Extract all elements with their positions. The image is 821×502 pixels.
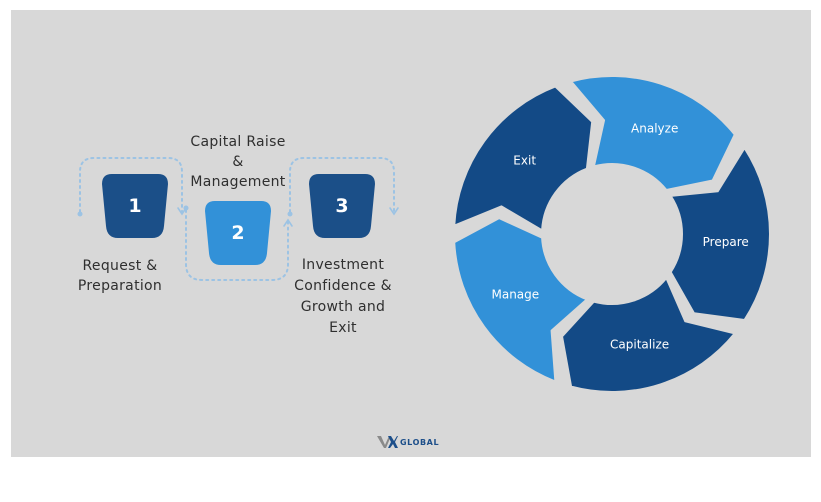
logo-text: Global — [400, 437, 440, 447]
vx-global-logo: Global — [376, 434, 439, 450]
cycle-segment-prepare — [669, 146, 771, 322]
step-1-shape — [102, 174, 168, 238]
cycle-label-capitalize: Capitalize — [610, 338, 669, 352]
step-1-label: Request & Preparation — [77, 258, 163, 294]
step-2-shape — [205, 201, 271, 265]
cycle-segment-capitalize — [561, 277, 736, 393]
cycle-segment-analyze — [570, 75, 736, 191]
connector-dot-1 — [77, 211, 83, 217]
step-2-label: Capital Raise & Management — [190, 134, 286, 190]
connector-3 — [289, 157, 395, 213]
step-1-number: 1 — [128, 195, 142, 217]
connector-dot-2 — [183, 205, 189, 211]
arrowhead-3 — [389, 207, 399, 216]
step-3-box: 3 — [309, 174, 375, 238]
cycle-label-analyze: Analyze — [631, 121, 678, 135]
cycle-segment-exit — [453, 85, 594, 232]
connector-dot-3 — [287, 211, 293, 217]
connector-2-to-1 — [185, 209, 289, 281]
cycle-label-manage: Manage — [491, 287, 539, 301]
vx-logo-mark-icon — [377, 436, 398, 448]
step-2-number: 2 — [231, 222, 245, 244]
step-3-label: Investment Confidence & Growth and Exit — [294, 257, 392, 336]
step-3-number: 3 — [335, 195, 349, 217]
step-3-shape — [309, 174, 375, 238]
step-1-box: 1 — [102, 174, 168, 238]
cycle-segment-manage — [453, 217, 588, 383]
cycle-label-exit: Exit — [513, 154, 536, 168]
arrowhead-2 — [283, 218, 293, 227]
cycle-label-prepare: Prepare — [703, 235, 749, 249]
step-2-box: 2 — [205, 201, 271, 265]
